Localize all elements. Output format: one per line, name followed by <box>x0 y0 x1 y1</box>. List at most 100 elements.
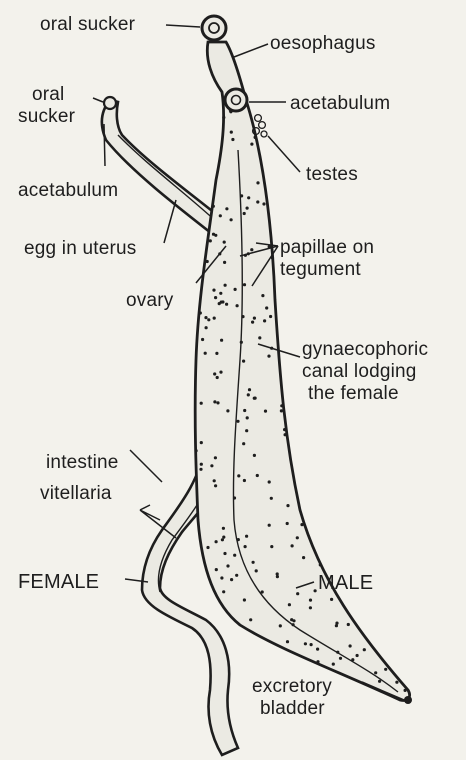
papilla-dot <box>245 429 248 432</box>
papilla-dot <box>267 355 270 358</box>
papilla-dot <box>335 624 338 627</box>
papilla-dot <box>213 372 216 375</box>
papilla-dot <box>213 400 216 403</box>
label-oral-sucker-female-line2: sucker <box>18 106 75 128</box>
label-oesophagus: oesophagus <box>270 33 376 55</box>
papilla-dot <box>222 116 225 119</box>
papilla-dot <box>216 376 219 379</box>
papilla-dot <box>268 480 271 483</box>
label-acetabulum-female: acetabulum <box>18 180 118 202</box>
papilla-dot <box>256 200 259 203</box>
papilla-dot <box>220 339 223 342</box>
papilla-dot <box>219 371 222 374</box>
papilla-dot <box>246 207 249 210</box>
label-gynaecophoric-line3: the female <box>302 383 428 405</box>
papilla-dot <box>264 410 267 413</box>
papilla-dot <box>214 456 217 459</box>
papilla-dot <box>215 352 218 355</box>
label-gynaecophoric-line2: canal lodging <box>302 361 428 383</box>
papilla-dot <box>304 642 307 645</box>
papilla-dot <box>226 564 229 567</box>
papilla-dot <box>296 592 299 595</box>
papilla-dot <box>248 388 251 391</box>
papilla-dot <box>336 651 339 654</box>
male-oral-sucker <box>202 16 226 40</box>
papilla-dot <box>223 552 226 555</box>
papilla-dot <box>199 468 202 471</box>
papilla-dot <box>243 212 246 215</box>
label-testes: testes <box>306 164 358 186</box>
papilla-dot <box>309 599 312 602</box>
papilla-dot <box>215 568 218 571</box>
papilla-dot <box>237 474 240 477</box>
papilla-dot <box>212 205 215 208</box>
papilla-dot <box>247 393 250 396</box>
papilla-dot <box>268 524 271 527</box>
label-vitellaria: vitellaria <box>40 483 112 505</box>
papilla-dot <box>214 484 217 487</box>
papilla-dot <box>347 623 350 626</box>
papilla-dot <box>252 561 255 564</box>
papilla-dot <box>284 433 287 436</box>
papilla-dot <box>236 420 239 423</box>
label-female: FEMALE <box>18 571 99 593</box>
papilla-dot <box>220 576 223 579</box>
label-egg-in-uterus: egg in uterus <box>24 238 136 260</box>
label-papillae-line1: papillae on <box>280 237 374 259</box>
papilla-dot <box>395 681 398 684</box>
papilla-dot <box>288 603 291 606</box>
papilla-dot <box>280 409 283 412</box>
papilla-dot <box>245 535 248 538</box>
papilla-dot <box>300 523 303 526</box>
papilla-dot <box>240 194 243 197</box>
label-papillae-on-tegument: papillae on tegument <box>280 237 374 281</box>
papilla-dot <box>255 569 258 572</box>
papilla-dot <box>214 296 217 299</box>
papilla-dot <box>263 319 266 322</box>
papilla-dot <box>243 598 246 601</box>
papilla-dot <box>199 311 202 314</box>
papilla-dot <box>204 352 207 355</box>
papilla-dot <box>270 497 273 500</box>
papilla-dot <box>214 234 217 237</box>
papilla-dot <box>200 463 203 466</box>
papilla-dot <box>235 574 238 577</box>
papilla-dot <box>339 657 342 660</box>
excretory-bladder <box>404 696 412 704</box>
papilla-dot <box>205 326 208 329</box>
label-gynaecophoric-canal: gynaecophoric canal lodging the female <box>302 339 428 405</box>
label-intestine: intestine <box>46 452 119 474</box>
papilla-dot <box>291 544 294 547</box>
papilla-dot <box>223 261 226 264</box>
papilla-dot <box>250 143 253 146</box>
label-oral-sucker-female: oral sucker <box>18 84 75 128</box>
papilla-dot <box>261 294 264 297</box>
papilla-dot <box>241 315 244 318</box>
papilla-dot <box>283 428 286 431</box>
papilla-dot <box>279 624 282 627</box>
papilla-dot <box>244 545 247 548</box>
papilla-dot <box>356 654 359 657</box>
papilla-dot <box>258 336 261 339</box>
papilla-dot <box>292 619 295 622</box>
papilla-dot <box>219 214 222 217</box>
label-male: MALE <box>318 572 373 594</box>
papilla-dot <box>222 536 225 539</box>
label-papillae-line2: tegument <box>280 259 374 281</box>
papilla-dot <box>225 303 228 306</box>
papilla-dot <box>351 658 354 661</box>
papilla-dot <box>253 454 256 457</box>
papilla-dot <box>233 554 236 557</box>
papilla-dot <box>253 397 256 400</box>
papilla-dot <box>314 589 317 592</box>
male-acetabulum <box>225 89 247 111</box>
papilla-dot <box>292 623 295 626</box>
papilla-dot <box>286 640 289 643</box>
papilla-dot <box>319 563 322 566</box>
papilla-dot <box>200 402 203 405</box>
papilla-dot <box>302 556 305 559</box>
papilla-dot <box>261 590 264 593</box>
label-acetabulum-male: acetabulum <box>290 93 390 115</box>
papilla-dot <box>240 341 243 344</box>
papilla-dot <box>286 522 289 525</box>
